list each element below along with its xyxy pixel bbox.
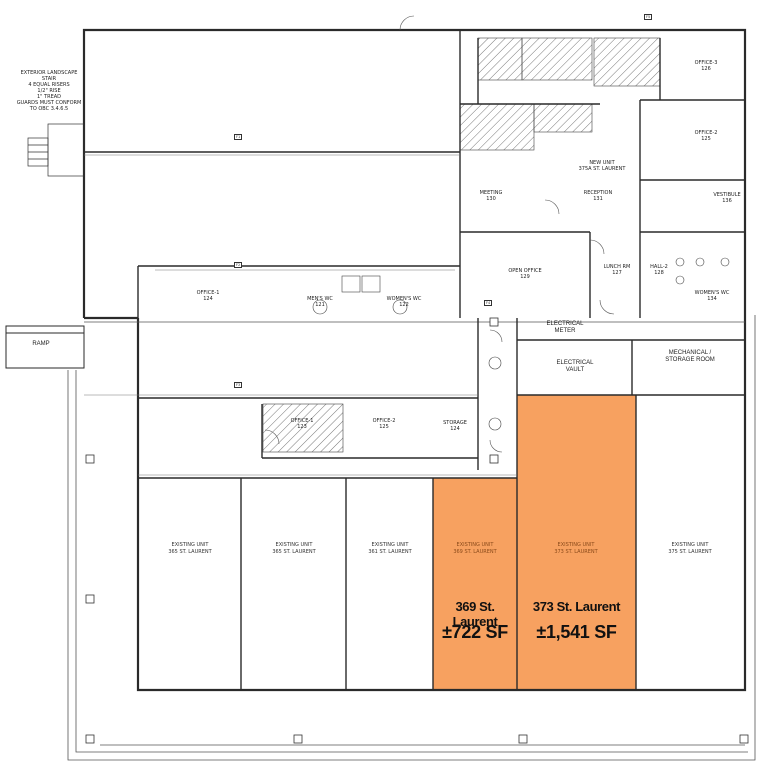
hatched-areas xyxy=(262,37,661,453)
canopy xyxy=(67,315,756,761)
unit-369-area: ±722 SF xyxy=(442,622,508,642)
available-unit-label-373: EXISTING UNIT 373 ST. LAURENT xyxy=(554,542,598,555)
existing-unit-label: EXISTING UNIT 375 ST. LAURENT xyxy=(668,542,712,555)
reception-label: RECEPTION 131 xyxy=(583,190,613,202)
unit-369-fill[interactable] xyxy=(433,478,517,690)
unit-373-area: ±1,541 SF xyxy=(536,622,617,642)
office-3-label: OFFICE-3 126 xyxy=(694,60,718,72)
electrical-vault-label: ELECTRICAL VAULT xyxy=(556,360,594,373)
available-unit-label-369: EXISTING UNIT 369 ST. LAURENT xyxy=(453,542,497,555)
tag-marker: F4 xyxy=(484,300,493,306)
door-swings xyxy=(264,15,615,453)
tag-marker: F5 xyxy=(644,14,653,20)
unit-369-address: 369 St. Laurent xyxy=(452,599,498,629)
existing-unit-label: EXISTING UNIT 361 ST. LAURENT xyxy=(368,542,412,555)
exterior-stair xyxy=(27,123,85,177)
electrical-meter-label: ELECTRICAL METER xyxy=(546,321,584,334)
unit-373-address: 373 St. Laurent xyxy=(532,599,621,614)
office-1-label: OFFICE-1 124 xyxy=(196,290,220,302)
new-unit-label: NEW UNIT 375A ST. LAURENT xyxy=(578,160,626,172)
lunch-rm-label: LUNCH RM 127 xyxy=(603,264,631,276)
outer-walls xyxy=(82,28,747,692)
office-2-label: OFFICE-2 125 xyxy=(372,418,396,430)
existing-unit-label: EXISTING UNIT 365 ST. LAURENT xyxy=(168,542,212,555)
vestibule-label: VESTIBULE 136 xyxy=(713,192,741,204)
ramp xyxy=(5,325,85,369)
office-2b-label: OFFICE-2 125 xyxy=(694,130,718,142)
grid-lines xyxy=(84,154,517,476)
tag-marker: F2 xyxy=(234,262,243,268)
tag-marker: F3 xyxy=(234,382,243,388)
mechanical-label: MECHANICAL / STORAGE ROOM xyxy=(665,350,715,363)
tag-marker: F1 xyxy=(234,134,243,140)
columns xyxy=(85,317,749,744)
fixtures xyxy=(312,257,730,431)
office-1b-label: OFFICE-1 123 xyxy=(290,418,314,430)
meeting-label: MEETING 130 xyxy=(479,190,503,202)
interior-walls xyxy=(84,30,745,690)
womens-wc-2-label: WOMEN'S WC 134 xyxy=(694,290,730,302)
storage-label: STORAGE 124 xyxy=(443,420,467,432)
womens-wc-label: WOMEN'S WC 122 xyxy=(386,296,422,308)
existing-unit-label: EXISTING UNIT 365 ST. LAURENT xyxy=(272,542,316,555)
ramp-label: RAMP xyxy=(32,341,50,347)
unit-373-fill[interactable] xyxy=(517,395,636,690)
hall-label: HALL-2 128 xyxy=(650,264,668,276)
open-office-label-1: OPEN OFFICE 129 xyxy=(508,268,542,280)
exterior-stair-note: EXTERIOR LANDSCAPE STAIR 4 EQUAL RISERS … xyxy=(16,70,82,112)
mens-wc-label: MEN'S WC 121 xyxy=(307,296,333,308)
